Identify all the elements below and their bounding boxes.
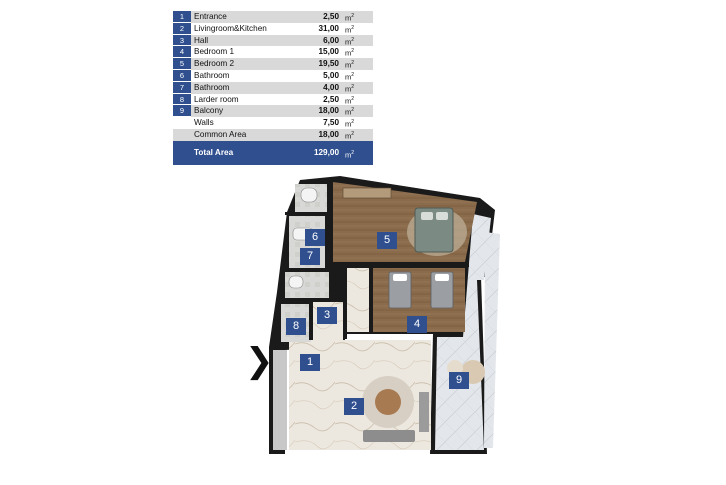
room-label-6: 6 <box>305 229 325 246</box>
row-number: 9 <box>173 105 191 118</box>
area-unit: m2 <box>344 60 354 70</box>
radiator-icon <box>342 187 392 199</box>
row-number: 2 <box>173 22 191 35</box>
area-unit: m2 <box>344 71 354 82</box>
room-area: 18,00 <box>318 106 340 116</box>
bed-icon <box>430 271 454 309</box>
room-label-8: 8 <box>286 318 306 335</box>
row-number: 1 <box>173 11 191 23</box>
toilet-icon <box>288 275 304 289</box>
balcony-floor <box>435 214 491 450</box>
room-name: Bedroom 1 <box>194 47 235 57</box>
toilet-icon <box>300 187 318 203</box>
row-number: 7 <box>173 81 191 94</box>
room-area: 2,50 <box>323 94 339 104</box>
area-unit: m2 <box>344 107 354 117</box>
table-row: 9 Balcony 18,00 m2 <box>173 105 373 118</box>
area-unit: m2 <box>344 83 354 94</box>
room-label-1: 1 <box>300 354 320 371</box>
room-label-2: 2 <box>344 398 364 415</box>
room-name: Balcony <box>194 106 224 116</box>
total-label: Total Area <box>194 147 234 157</box>
hall-floor <box>347 268 371 332</box>
room-area: 6,00 <box>323 35 339 45</box>
floor-plan <box>269 176 500 454</box>
area-unit: m2 <box>344 95 354 106</box>
table-row: 7 Bathroom 4,00 m2 <box>173 81 373 94</box>
room-label-3: 3 <box>317 307 337 324</box>
table-row: 2 Livingroom&Kitchen 31,00 m2 <box>173 22 373 35</box>
table-row: 1 Entrance 2,50 m2 <box>173 11 373 23</box>
table-row: 5 Bedroom 2 19,50 m2 <box>173 58 373 70</box>
area-unit: m2 <box>344 36 354 47</box>
room-label-5: 5 <box>377 232 397 249</box>
table-row: Walls 7,50 m2 <box>173 117 373 129</box>
area-unit: m2 <box>344 119 354 129</box>
room-area: 4,00 <box>323 82 339 92</box>
row-number: 4 <box>173 46 191 59</box>
room-label-9: 9 <box>449 372 469 389</box>
room-label-4: 4 <box>407 316 427 333</box>
entrance-arrow-icon: ❯ <box>245 341 274 381</box>
room-name: Entrance <box>194 12 227 21</box>
room-name: Bedroom 2 <box>194 59 235 69</box>
area-unit: m2 <box>344 13 354 23</box>
area-unit: m2 <box>344 130 354 141</box>
room-label-7: 7 <box>300 248 320 265</box>
sofa-icon <box>363 430 415 442</box>
room-area: 19,50 <box>318 59 340 69</box>
room-name: Bathroom <box>194 82 230 92</box>
room-area: 5,00 <box>323 70 339 80</box>
room-area: 2,50 <box>323 12 339 21</box>
row-number: 3 <box>173 34 191 47</box>
room-name: Hall <box>194 35 209 45</box>
area-unit: m2 <box>344 149 354 160</box>
total-area-row: Total Area 129,00 m2 <box>173 140 373 165</box>
room-area: 15,00 <box>318 47 340 57</box>
room-name: Common Area <box>194 129 247 139</box>
room-area: 7,50 <box>323 118 339 128</box>
row-number: 6 <box>173 69 191 82</box>
table-row: 3 Hall 6,00 m2 <box>173 34 373 47</box>
row-number: 8 <box>173 93 191 106</box>
table-row: 6 Bathroom 5,00 m2 <box>173 69 373 82</box>
table-row: 4 Bedroom 1 15,00 m2 <box>173 46 373 59</box>
room-name: Bathroom <box>194 70 230 80</box>
room-area: 31,00 <box>318 23 340 33</box>
cabinet-icon <box>419 392 429 432</box>
table-row: 8 Larder room 2,50 m2 <box>173 93 373 106</box>
table-row: Common Area 18,00 m2 <box>173 128 373 141</box>
room-name: Livingroom&Kitchen <box>194 23 267 33</box>
room-name: Larder room <box>194 94 239 104</box>
total-value: 129,00 <box>313 147 339 157</box>
round-table-icon <box>375 389 401 415</box>
area-unit: m2 <box>344 48 354 58</box>
row-number: 5 <box>173 58 191 70</box>
bed-icon <box>388 271 412 309</box>
room-area: 18,00 <box>318 129 340 139</box>
area-table: 1 Entrance 2,50 m2 2 Livingroom&Kitchen … <box>173 11 373 165</box>
room-name: Walls <box>194 118 214 128</box>
area-unit: m2 <box>344 24 354 35</box>
